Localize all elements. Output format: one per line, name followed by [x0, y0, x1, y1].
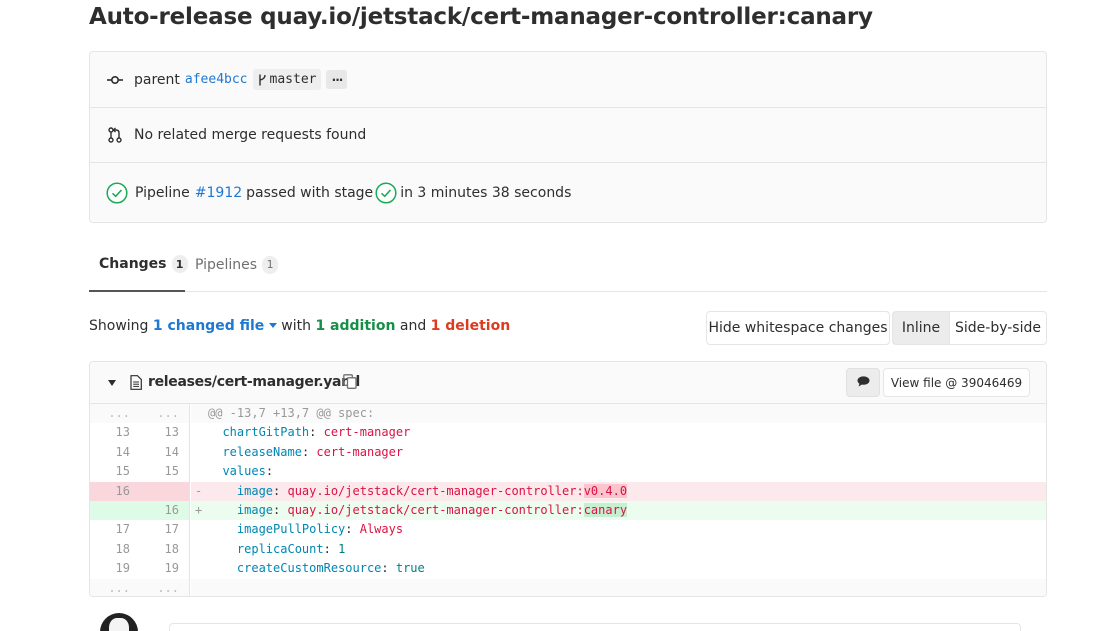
pipeline-prefix: Pipeline	[135, 184, 190, 201]
new-line-number[interactable]: ...	[140, 404, 190, 424]
file-icon	[130, 375, 142, 394]
commit-tabs: Changes 1 Pipelines 1	[89, 238, 1047, 292]
old-line-number[interactable]: 16	[90, 481, 140, 501]
inline-view-button[interactable]: Inline	[892, 311, 950, 345]
tab-changes-label: Changes	[99, 256, 167, 272]
stage-status-icon[interactable]	[375, 181, 397, 204]
diff-match-line: ......	[90, 578, 1046, 596]
tab-changes[interactable]: Changes 1	[89, 238, 188, 292]
diff-added-line: 16+ image: quay.io/jetstack/cert-manager…	[90, 500, 1046, 521]
pipeline-duration: in 3 minutes 38 seconds	[400, 184, 572, 201]
old-line-number[interactable]: ...	[90, 578, 140, 596]
copy-icon[interactable]	[343, 374, 357, 393]
line-content: values:	[222, 464, 274, 479]
chevron-down-icon	[269, 322, 278, 328]
new-line-number[interactable]: 15	[140, 462, 190, 482]
more-branches-button[interactable]: ...	[326, 70, 348, 89]
status-success-icon[interactable]	[106, 181, 128, 204]
diff-file-header: releases/cert-manager.yaml View file @ 3…	[90, 362, 1046, 404]
merge-requests-text: No related merge requests found	[134, 127, 367, 143]
branch-name: master	[269, 72, 317, 87]
line-content: releaseName: cert-manager	[222, 444, 404, 459]
pipeline-status-text: passed with stage	[246, 184, 374, 201]
deletions-count: 1 deletion	[430, 318, 511, 334]
view-file-button[interactable]: View file @ 39046469	[883, 368, 1030, 397]
tab-changes-count: 1	[171, 255, 188, 273]
tab-pipelines-count: 1	[262, 255, 279, 274]
page-title: Auto-release quay.io/jetstack/cert-manag…	[89, 4, 873, 30]
line-content: - image: quay.io/jetstack/cert-manager-c…	[191, 481, 1046, 501]
changed-files-dropdown[interactable]: 1 changed file	[153, 318, 281, 334]
comment-icon	[857, 375, 870, 391]
diff-context-line: 19 19 createCustomResource: true	[90, 559, 1046, 579]
summary-and: and	[399, 318, 427, 334]
pipeline-row: Pipeline #1912 passed with stage in 3 mi…	[90, 163, 1046, 222]
diff-deleted-line: 16 - image: quay.io/jetstack/cert-manager…	[90, 481, 1046, 501]
diff-context-line: 15 15 values:	[90, 462, 1046, 482]
avatar	[100, 613, 138, 631]
diff-file: releases/cert-manager.yaml View file @ 3…	[89, 361, 1047, 597]
line-content: replicaCount: 1	[236, 541, 346, 556]
changed-files-label: 1 changed file	[152, 318, 265, 334]
new-line-number[interactable]: 13	[140, 423, 190, 443]
line-content: imagePullPolicy: Always	[236, 522, 404, 537]
hide-whitespace-button[interactable]: Hide whitespace changes	[706, 311, 890, 345]
diff-summary: Showing 1 changed file with 1 addition an…	[89, 318, 510, 334]
merge-requests-row: No related merge requests found	[90, 108, 1046, 163]
toggle-comments-button[interactable]	[846, 368, 880, 397]
collapse-toggle-icon[interactable]	[108, 380, 116, 386]
parent-label: parent	[134, 71, 180, 88]
tab-pipelines[interactable]: Pipelines 1	[195, 238, 279, 291]
new-line-number[interactable]: 14	[140, 442, 190, 463]
file-path-link[interactable]: releases/cert-manager.yaml	[148, 374, 360, 390]
line-content: createCustomResource: true	[236, 561, 425, 576]
tab-pipelines-label: Pipelines	[195, 256, 258, 273]
new-line-number[interactable]: 19	[140, 559, 190, 579]
old-line-number[interactable]: ...	[90, 404, 140, 424]
additions-count: 1 addition	[315, 318, 396, 334]
diff-context-line: 18 18 replicaCount: 1	[90, 539, 1046, 560]
comment-input[interactable]	[169, 623, 1021, 631]
old-line-number[interactable]	[90, 500, 140, 521]
summary-showing: Showing	[89, 318, 149, 334]
new-line-number[interactable]: 18	[140, 539, 190, 560]
new-line-number[interactable]: 16	[140, 500, 190, 521]
branch-icon	[258, 74, 267, 86]
line-content	[191, 578, 1046, 596]
line-content: @@ -13,7 +13,7 @@ spec:	[191, 404, 1046, 424]
side-by-side-view-button[interactable]: Side-by-side	[949, 311, 1047, 345]
pipeline-link[interactable]: #1912	[194, 184, 243, 201]
old-line-number[interactable]: 15	[115, 464, 130, 479]
branch-badge[interactable]: master	[252, 69, 322, 90]
merge-request-icon	[106, 127, 124, 143]
diff-context-line: 14 14 releaseName: cert-manager	[90, 442, 1046, 463]
parent-commit-link[interactable]: afee4bcc	[184, 72, 248, 87]
new-line-number[interactable]: ...	[140, 578, 190, 596]
new-line-number[interactable]: 17	[140, 520, 190, 540]
diff-context-line: 13 13 chartGitPath: cert-manager	[90, 423, 1046, 443]
old-line-number[interactable]: 18	[115, 541, 130, 556]
summary-with: with	[281, 318, 311, 334]
commit-parent-row: parent afee4bcc master ...	[90, 52, 1046, 108]
diff-match-line: ......@@ -13,7 +13,7 @@ spec:	[90, 404, 1046, 424]
commit-info-box: parent afee4bcc master ... No related me…	[89, 51, 1047, 223]
line-content: chartGitPath: cert-manager	[222, 425, 411, 440]
old-line-number[interactable]: 14	[115, 444, 130, 459]
commit-icon	[106, 75, 124, 85]
diff-context-line: 17 17 imagePullPolicy: Always	[90, 520, 1046, 540]
old-line-number[interactable]: 13	[115, 425, 130, 440]
old-line-number[interactable]: 19	[115, 561, 130, 576]
old-line-number[interactable]: 17	[115, 522, 130, 537]
line-content: + image: quay.io/jetstack/cert-manager-c…	[191, 500, 1046, 521]
new-line-number[interactable]	[140, 481, 190, 501]
